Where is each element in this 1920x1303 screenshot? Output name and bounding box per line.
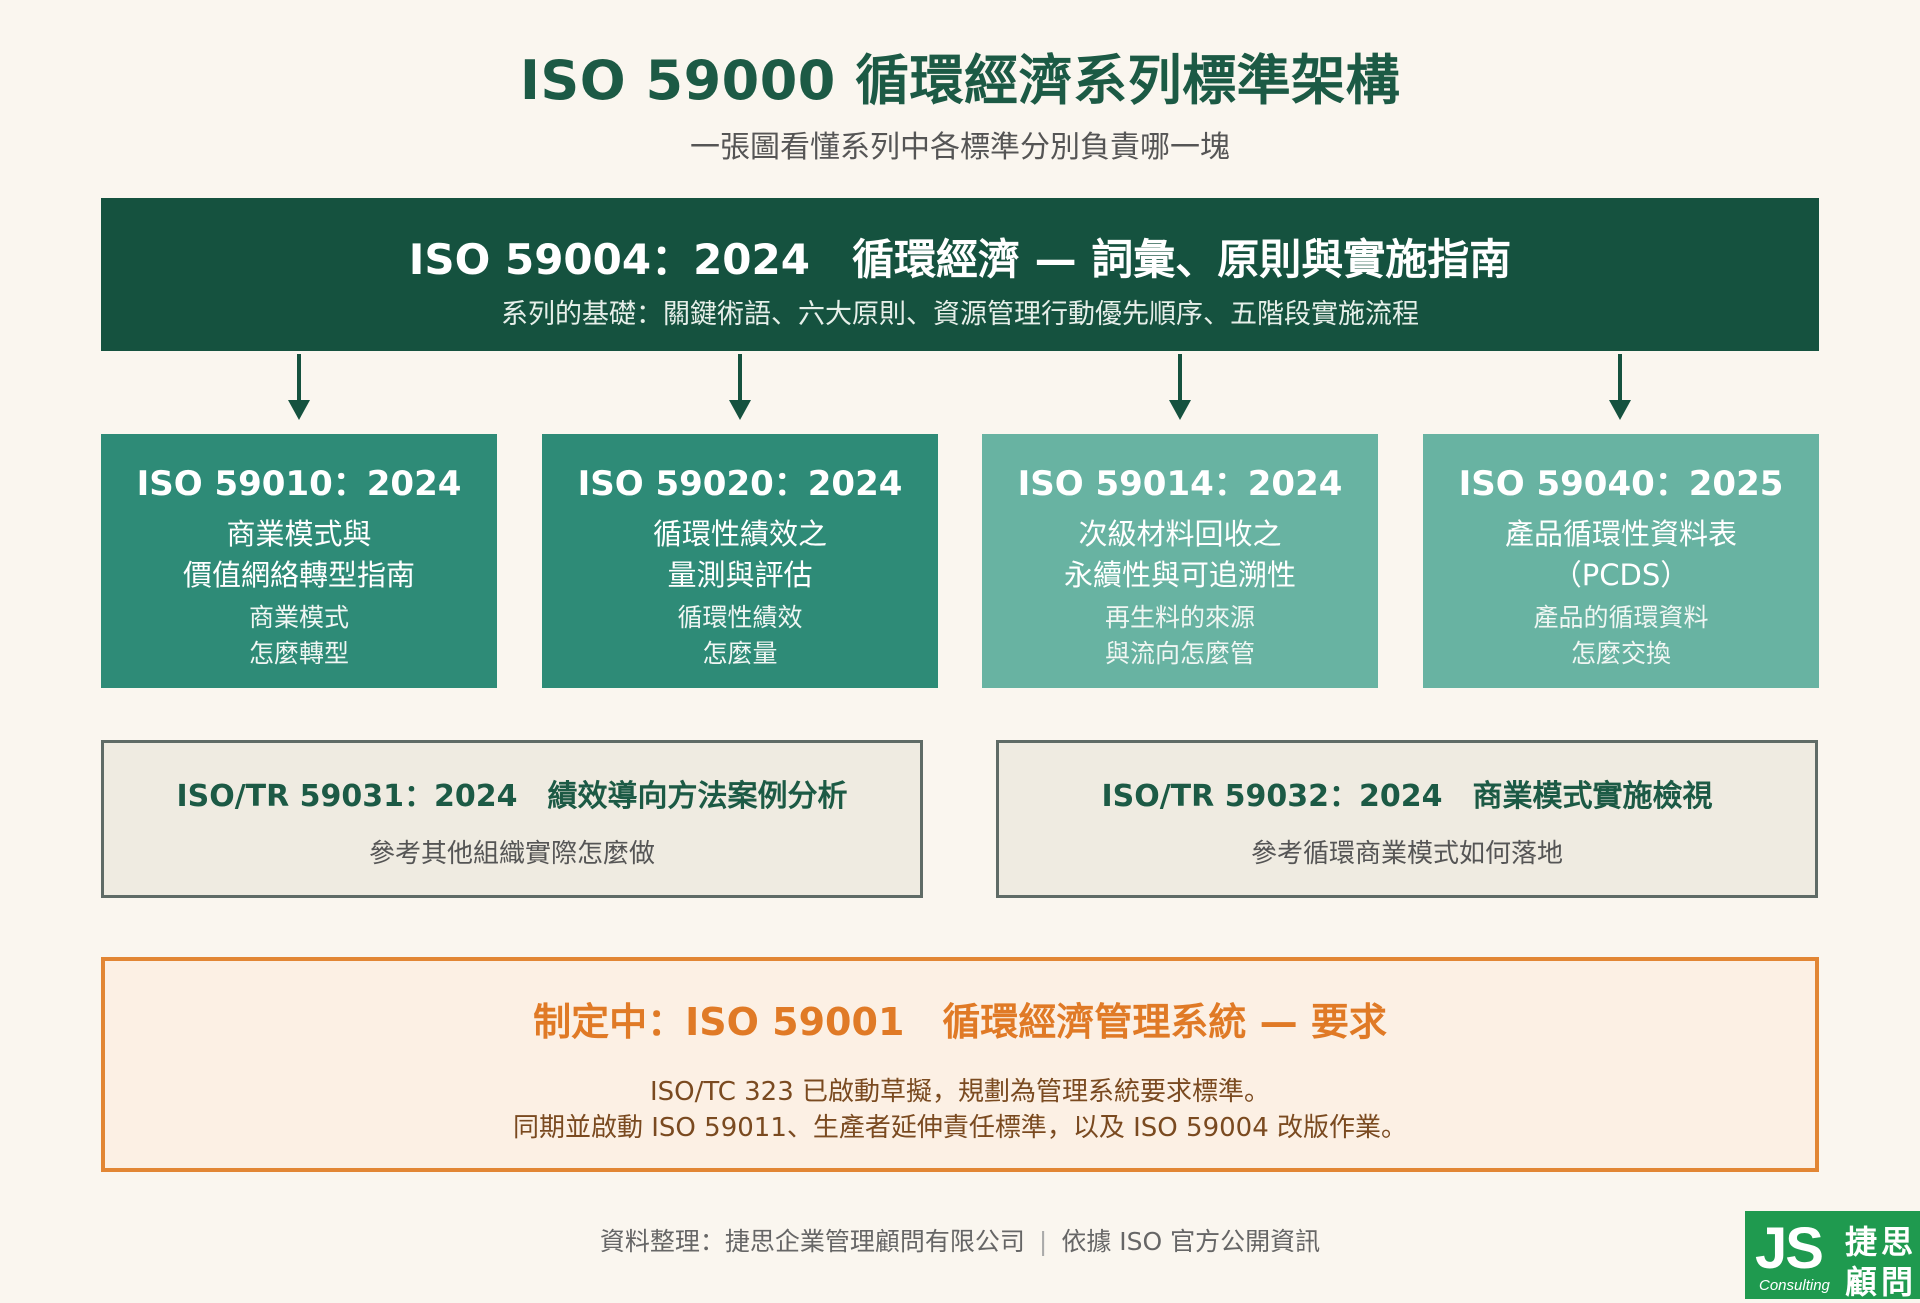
logo-name-line: 顧問 — [1845, 1263, 1918, 1301]
standard-note-line: 怎麼轉型 — [248, 639, 349, 668]
standard-note: 產品的循環資料 怎麼交換 — [1423, 600, 1819, 672]
technical-report-description: 參考其他組織實際怎麼做 — [368, 839, 655, 869]
standard-name: 次級材料回收之 永續性與可追溯性 — [982, 514, 1378, 596]
arrow-down-icon — [1609, 400, 1631, 420]
standard-code: ISO 59010：2024 — [136, 464, 462, 504]
standard-note-line: 與流向怎麼管 — [1104, 639, 1255, 668]
foundation-standard-box: ISO 59004：2024 循環經濟 — 詞彙、原則與實施指南 系列的基礎：關… — [101, 198, 1819, 351]
standard-name-line: 永續性與可追溯性 — [1063, 558, 1296, 592]
standard-note-line: 怎麼交換 — [1570, 639, 1671, 668]
draft-standard-box: 制定中：ISO 59001 循環經濟管理系統 — 要求 ISO/TC 323 已… — [101, 957, 1819, 1172]
page-title: ISO 59000 循環經濟系列標準架構 — [519, 49, 1401, 112]
standard-code: ISO 59040：2025 — [1458, 464, 1784, 504]
standard-note-line: 怎麼量 — [702, 639, 778, 668]
connector-arrow-line — [297, 354, 301, 404]
technical-report-box-59032: ISO/TR 59032：2024 商業模式實施檢視 參考循環商業模式如何落地 — [996, 740, 1818, 898]
standard-box-59014: ISO 59014：2024 次級材料回收之 永續性與可追溯性 再生料的來源 與… — [982, 434, 1378, 688]
standard-note: 循環性績效 怎麼量 — [542, 600, 938, 672]
standard-name: 循環性績效之 量測與評估 — [542, 514, 938, 596]
standard-note: 再生料的來源 與流向怎麼管 — [982, 600, 1378, 672]
technical-report-description: 參考循環商業模式如何落地 — [1250, 839, 1563, 869]
logo-tagline: Consulting — [1759, 1277, 1830, 1294]
page-subtitle: 一張圖看懂系列中各標準分別負責哪一塊 — [690, 130, 1230, 165]
standard-name: 商業模式與 價值網絡轉型指南 — [101, 514, 497, 596]
draft-description-line: 同期並啟動 ISO 59011、生產者延伸責任標準，以及 ISO 59004 改… — [512, 1113, 1408, 1143]
company-logo: JS Consulting 捷思 顧問 — [1745, 1211, 1920, 1301]
footer-source: 資料整理：捷思企業管理顧問有限公司 — [599, 1227, 1025, 1256]
footer-basis: 依據 ISO 官方公開資訊 — [1061, 1227, 1321, 1256]
technical-report-title: ISO/TR 59031：2024 績效導向方法案例分析 — [176, 779, 848, 814]
standard-note-line: 產品的循環資料 — [1533, 603, 1709, 632]
technical-report-title: ISO/TR 59032：2024 商業模式實施檢視 — [1101, 779, 1713, 814]
standard-box-59010: ISO 59010：2024 商業模式與 價值網絡轉型指南 商業模式 怎麼轉型 — [101, 434, 497, 688]
foundation-title: ISO 59004：2024 循環經濟 — 詞彙、原則與實施指南 — [408, 235, 1512, 284]
standard-name-line: 價值網絡轉型指南 — [182, 558, 415, 592]
arrow-down-icon — [729, 400, 751, 420]
standard-box-59040: ISO 59040：2025 產品循環性資料表 （PCDS） 產品的循環資料 怎… — [1423, 434, 1819, 688]
foundation-description: 系列的基礎：關鍵術語、六大原則、資源管理行動優先順序、五階段實施流程 — [501, 299, 1419, 330]
footer: 資料整理：捷思企業管理顧問有限公司 | 依據 ISO 官方公開資訊 — [0, 1222, 1920, 1258]
standard-note-line: 再生料的來源 — [1104, 603, 1255, 632]
standard-note: 商業模式 怎麼轉型 — [101, 600, 497, 672]
technical-report-box-59031: ISO/TR 59031：2024 績效導向方法案例分析 參考其他組織實際怎麼做 — [101, 740, 923, 898]
footer-separator: | — [1038, 1227, 1048, 1256]
standard-name-line: 商業模式與 — [226, 517, 372, 551]
standard-code: ISO 59020：2024 — [577, 464, 903, 504]
standard-name-line: 量測與評估 — [667, 558, 813, 592]
standard-box-59020: ISO 59020：2024 循環性績效之 量測與評估 循環性績效 怎麼量 — [542, 434, 938, 688]
standard-name-line: 循環性績效之 — [652, 517, 827, 551]
logo-mark: JS — [1755, 1216, 1824, 1281]
arrow-down-icon — [1169, 400, 1191, 420]
connector-arrow-line — [1618, 354, 1622, 404]
draft-description-line: ISO/TC 323 已啟動草擬，規劃為管理系統要求標準。 — [649, 1077, 1271, 1107]
standard-code: ISO 59014：2024 — [1017, 464, 1343, 504]
standard-name-line: 產品循環性資料表 — [1504, 517, 1737, 551]
standard-name: 產品循環性資料表 （PCDS） — [1423, 514, 1819, 596]
standard-name-line: （PCDS） — [1552, 558, 1690, 592]
logo-name-line: 捷思 — [1845, 1223, 1918, 1261]
standard-note-line: 商業模式 — [248, 603, 349, 632]
connector-arrow-line — [738, 354, 742, 404]
connector-arrow-line — [1178, 354, 1182, 404]
draft-title: 制定中：ISO 59001 循環經濟管理系統 — 要求 — [533, 1000, 1387, 1044]
arrow-down-icon — [288, 400, 310, 420]
standard-note-line: 循環性績效 — [677, 603, 803, 632]
standard-name-line: 次級材料回收之 — [1078, 517, 1282, 551]
